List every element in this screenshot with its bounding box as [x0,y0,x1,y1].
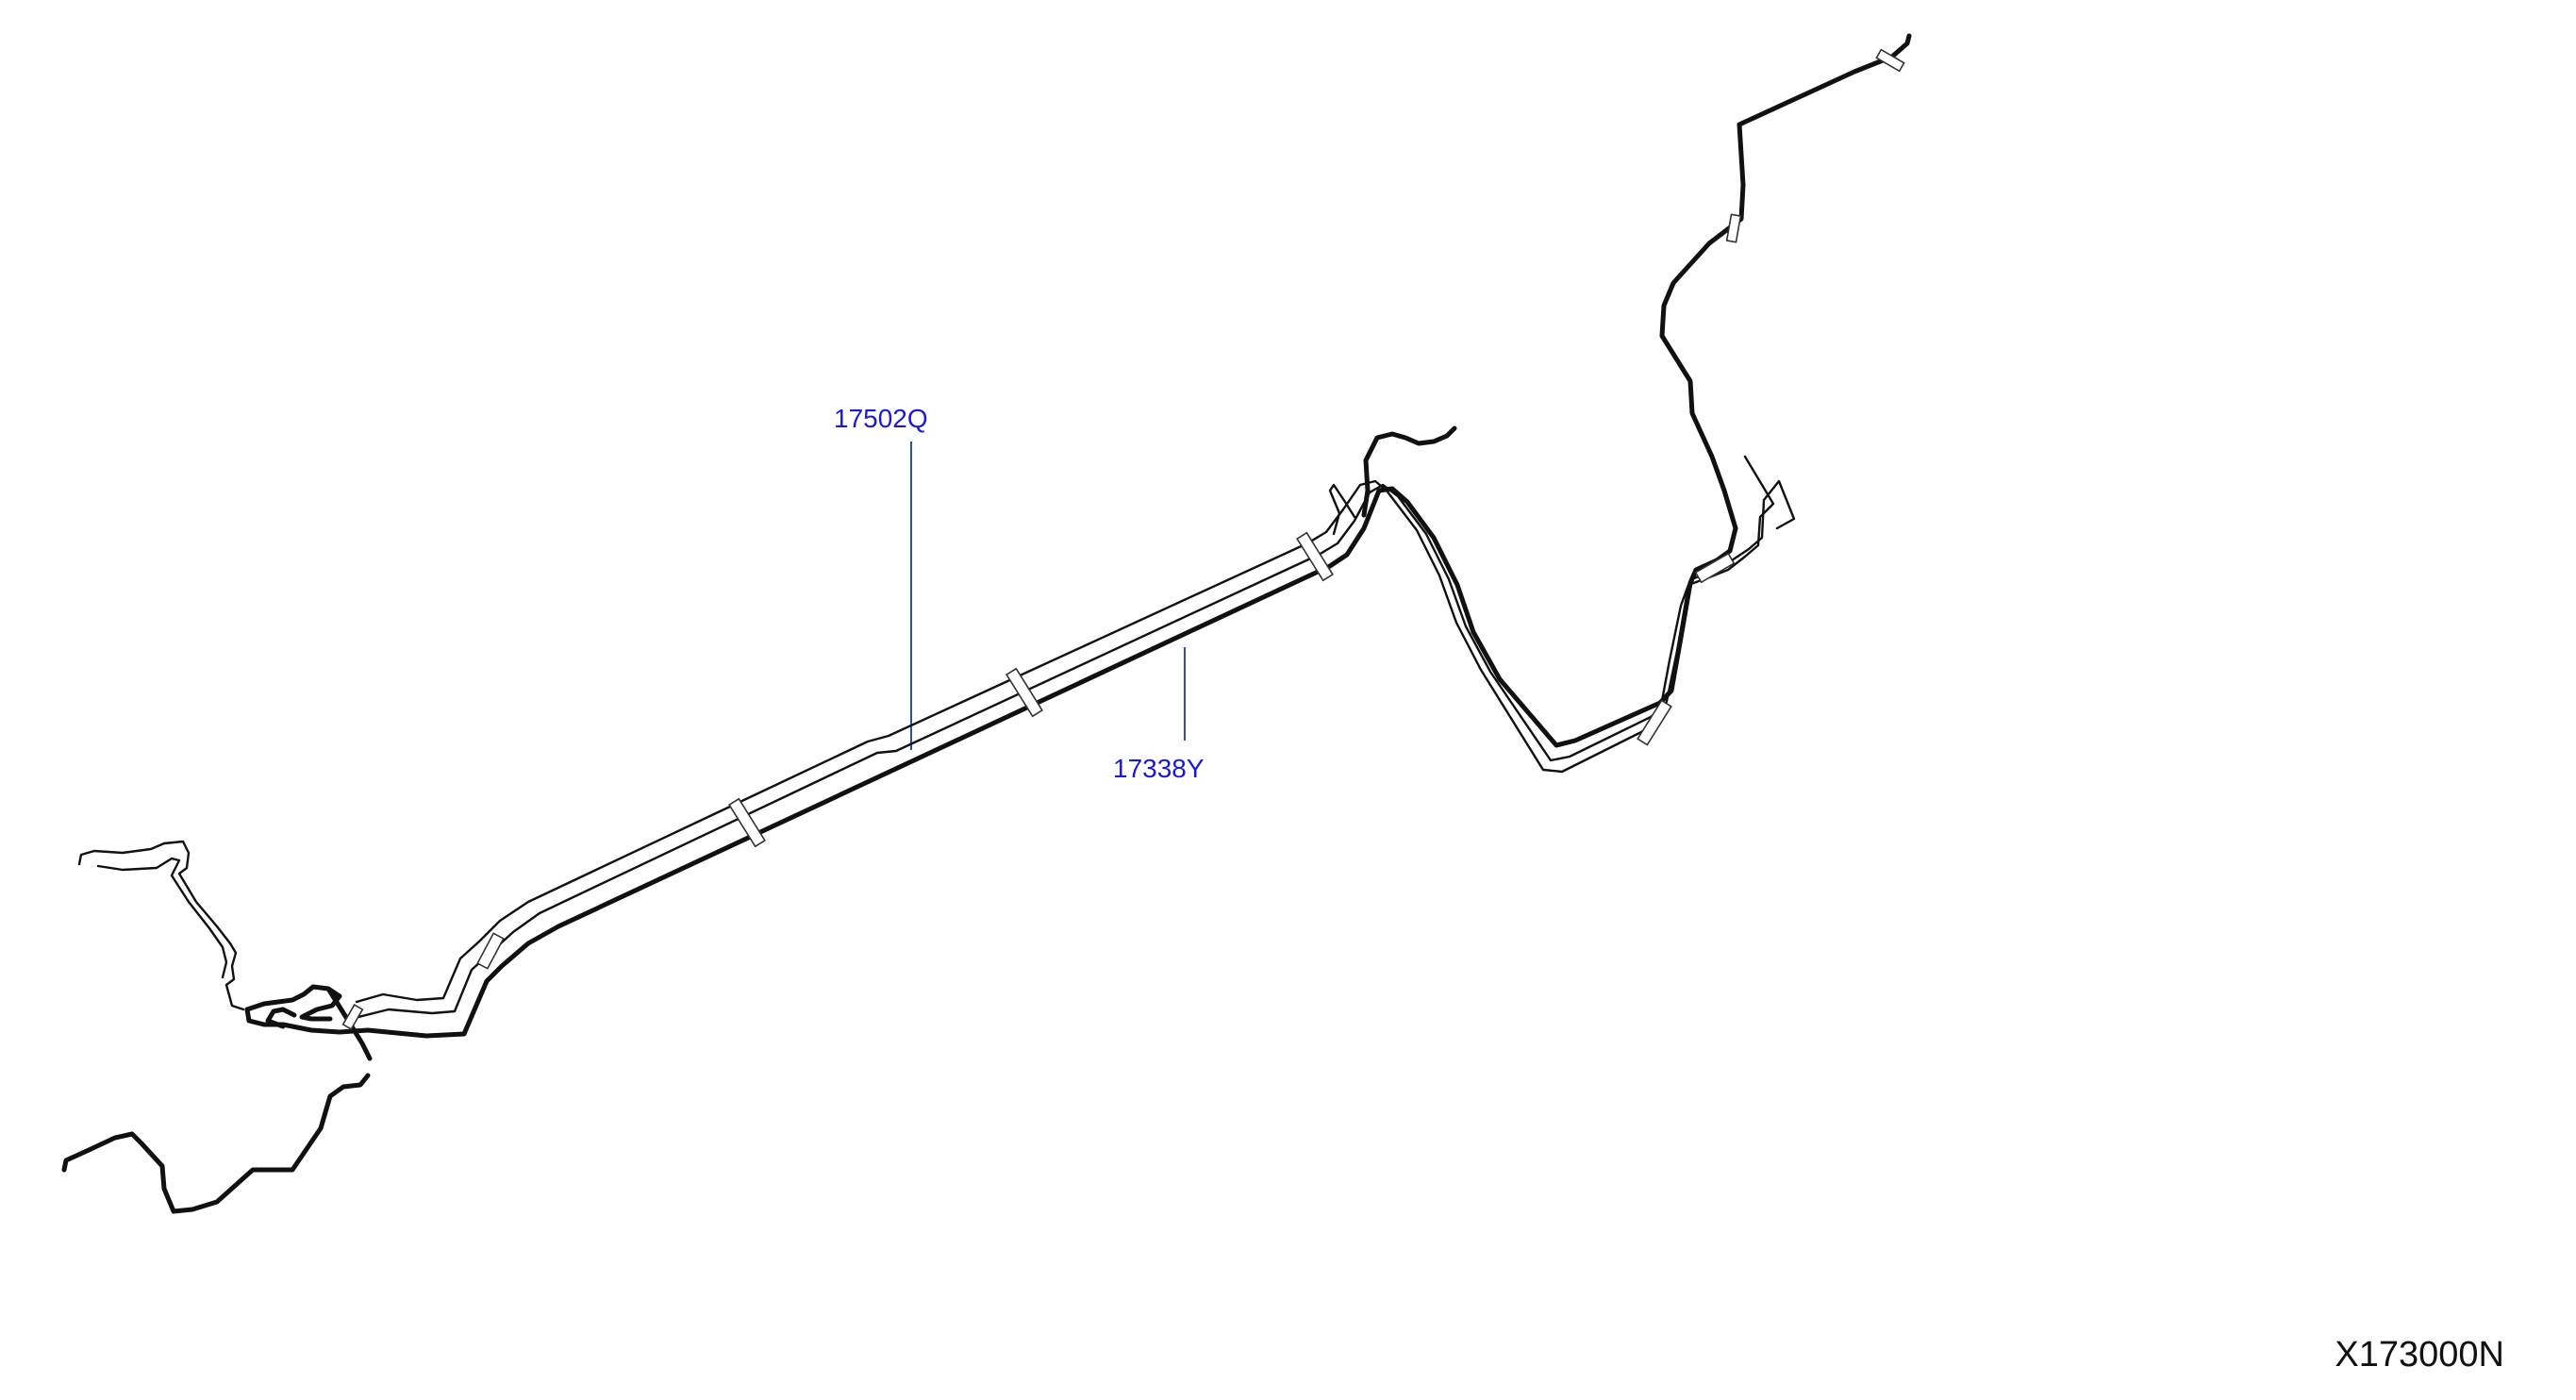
left-connector-loop-b [265,1007,297,1029]
fuel-tube-return [355,455,1775,1004]
left-upper-hose [77,840,238,987]
fuel-tube-main [365,33,1912,1039]
clip-2 [728,797,766,848]
clip-8 [1875,48,1905,73]
diagram-code: X173000N [2335,1335,2504,1375]
upper-hook-tube [1361,425,1457,518]
left-drop-tube [325,986,373,1061]
fuel-tube-secondary [357,479,1796,1019]
left-short-dash [224,983,245,1011]
clip-6 [1694,552,1736,584]
left-connector-loop-a [244,984,371,1035]
left-lower-tube [61,1073,371,1214]
part-callout-17502q[interactable]: 17502Q [834,404,928,433]
part-callout-17338y[interactable]: 17338Y [1113,754,1205,783]
clip-5 [1637,699,1672,746]
clip-7 [1725,213,1742,243]
upper-hook-tube-short [1328,483,1356,536]
clip-3 [1005,667,1043,718]
clip-1 [476,932,505,970]
clip-4 [1296,531,1334,582]
clips [341,48,1905,1030]
fuel-tube-assembly [61,33,1912,1214]
clip-9 [341,1004,364,1030]
left-upper-hose-inner [96,857,228,979]
